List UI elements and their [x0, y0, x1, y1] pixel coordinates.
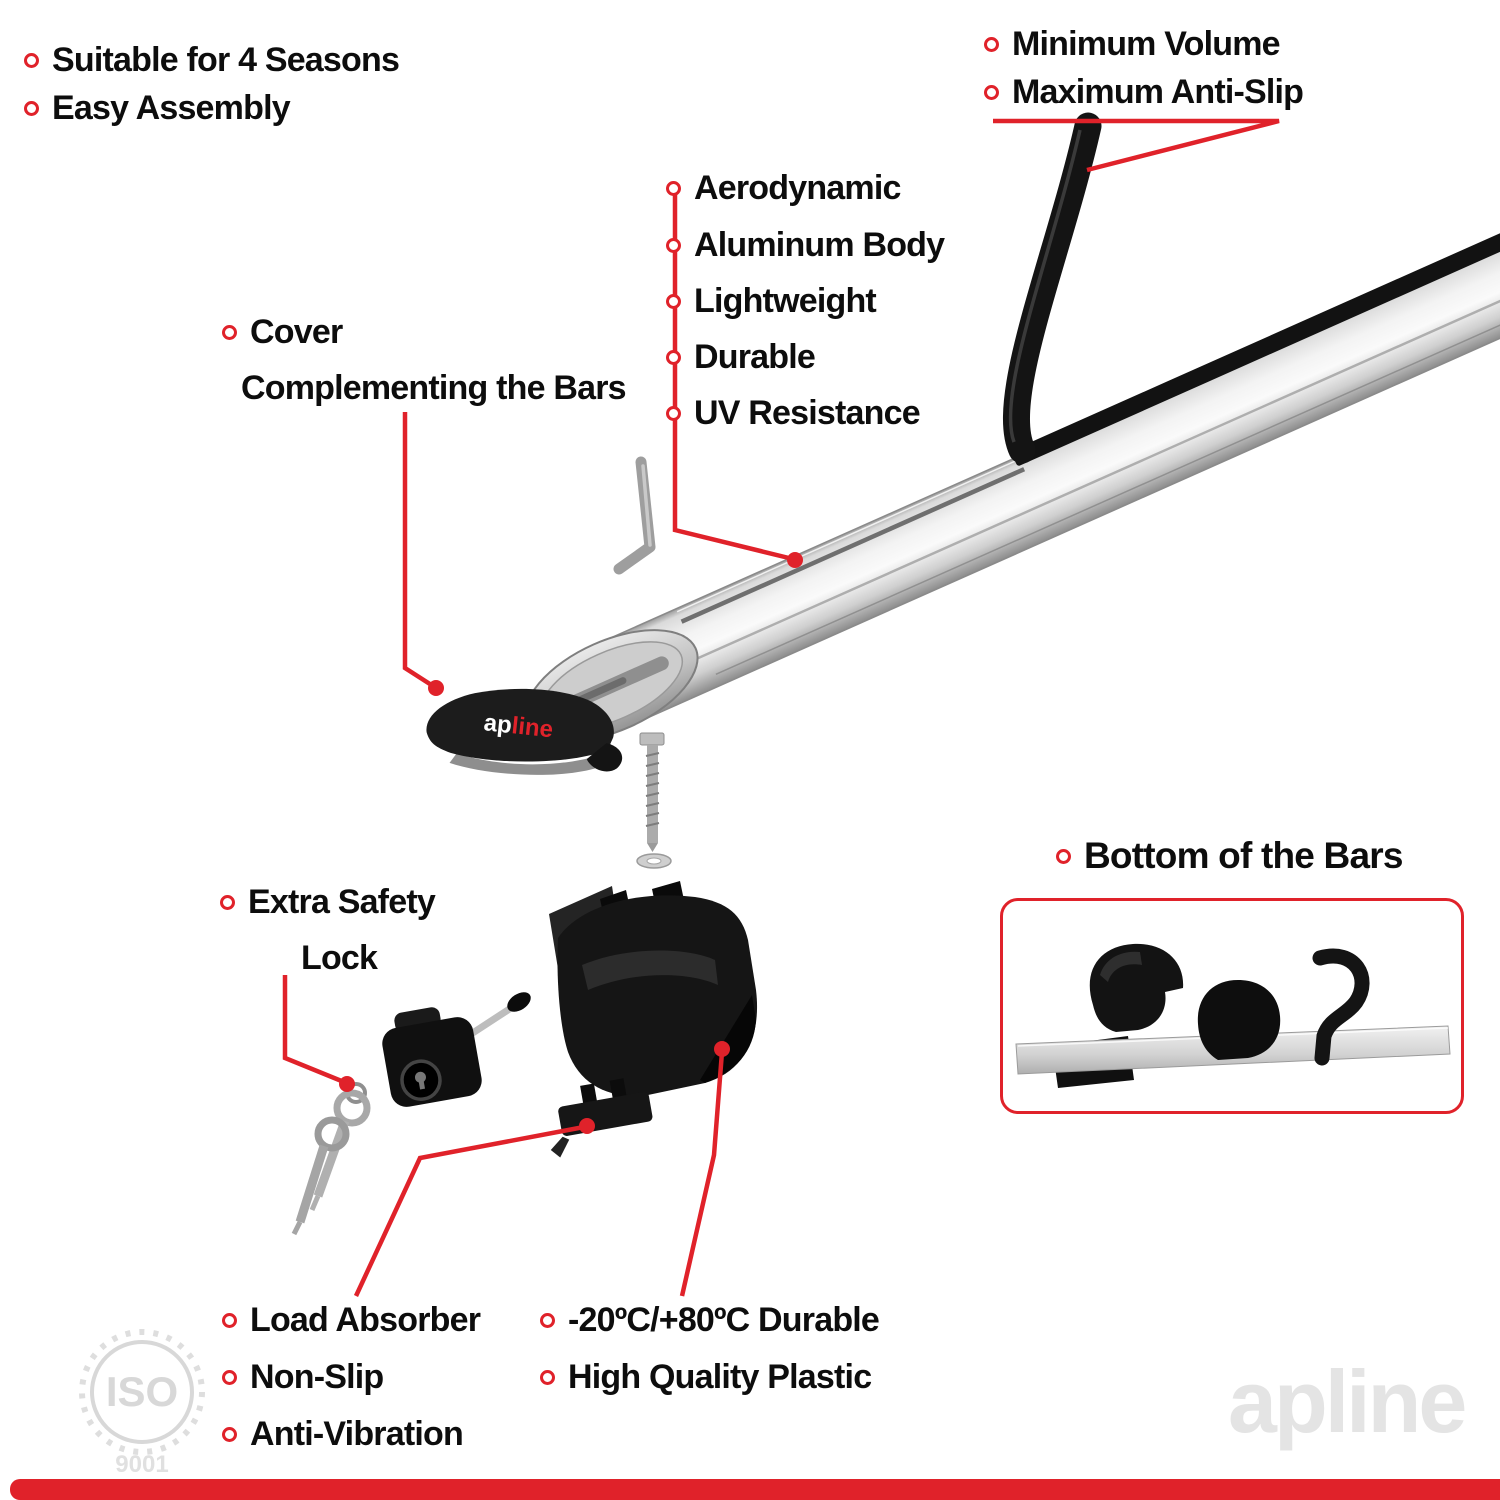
bullet-icon [666, 349, 681, 365]
bullet-icon [666, 237, 681, 253]
iso-number-watermark-text: 9001 [115, 1451, 168, 1478]
label-aerodynamic: Aerodynamic [666, 168, 901, 208]
bullet-icon [984, 36, 999, 52]
leader-line-lock [282, 975, 345, 1085]
label-high-quality-plastic: High Quality Plastic [540, 1357, 872, 1397]
rubber-strip-illustration [1002, 112, 1102, 464]
label-easy-assembly: Easy Assembly [24, 88, 291, 128]
label-durable: Durable [666, 337, 816, 377]
bolt-illustration [639, 732, 665, 852]
bottom-red-bar [10, 1479, 1500, 1500]
leader-line-anti-slip [993, 118, 1280, 173]
label-uv-resistance: UV Resistance [666, 393, 921, 433]
foot-clamp-illustration [549, 881, 758, 1096]
bullet-icon [540, 1369, 555, 1385]
bullet-icon [222, 1426, 237, 1442]
bullet-icon [222, 324, 237, 340]
label-anti-vibration: Anti-Vibration [222, 1414, 464, 1454]
label-temperature-durable: -20ºC/+80ºC Durable [540, 1300, 880, 1340]
cover-illustration: apline [426, 688, 623, 775]
label-extra-safety: Extra Safety [220, 882, 436, 922]
lock-illustration [382, 992, 531, 1107]
bullet-icon [540, 1312, 555, 1328]
bullet-icon [1056, 848, 1071, 864]
label-bottom-of-the-bars: Bottom of the Bars [1056, 836, 1403, 876]
keys-illustration [291, 1082, 371, 1236]
washer-illustration [636, 853, 672, 869]
cover-brand-logo: apline [483, 709, 555, 743]
bullet-icon [984, 84, 999, 100]
bottom-bars-panel [1000, 898, 1464, 1114]
label-suitable-4-seasons: Suitable for 4 Seasons [24, 40, 400, 80]
bullet-icon [666, 405, 681, 421]
cross-bar-illustration [524, 171, 1500, 743]
bullet-icon [220, 894, 235, 910]
bullet-icon [222, 1369, 237, 1385]
leader-line-cover [402, 412, 435, 688]
bullet-icon [666, 293, 681, 309]
bullet-icon [24, 100, 39, 116]
label-cover-line2: Complementing the Bars [241, 369, 627, 407]
label-aluminum-body: Aluminum Body [666, 225, 945, 265]
leader-line-durable [679, 1051, 725, 1297]
label-minimum-volume: Minimum Volume [984, 24, 1281, 64]
rubber-strip-in-channel [1011, 171, 1500, 466]
label-lightweight: Lightweight [666, 281, 877, 321]
label-lock: Lock [301, 939, 378, 977]
iso-9001-watermark: ISO 9001 [79, 1329, 205, 1478]
bullet-icon [24, 52, 39, 68]
label-maximum-anti-slip: Maximum Anti-Slip [984, 72, 1304, 112]
brand-watermark: apline [1228, 1352, 1464, 1451]
label-cover: Cover [222, 312, 343, 352]
bottom-bars-inset-illustration [1015, 943, 1451, 1088]
allen-key-icon [613, 456, 656, 575]
bullet-icon [666, 180, 681, 196]
leader-dots [339, 552, 803, 1134]
label-load-absorber: Load Absorber [222, 1300, 481, 1340]
bullet-icon [222, 1312, 237, 1328]
label-non-slip: Non-Slip [222, 1357, 384, 1397]
leader-line-load-absorber [353, 1124, 585, 1297]
iso-watermark-text: ISO [106, 1368, 178, 1415]
